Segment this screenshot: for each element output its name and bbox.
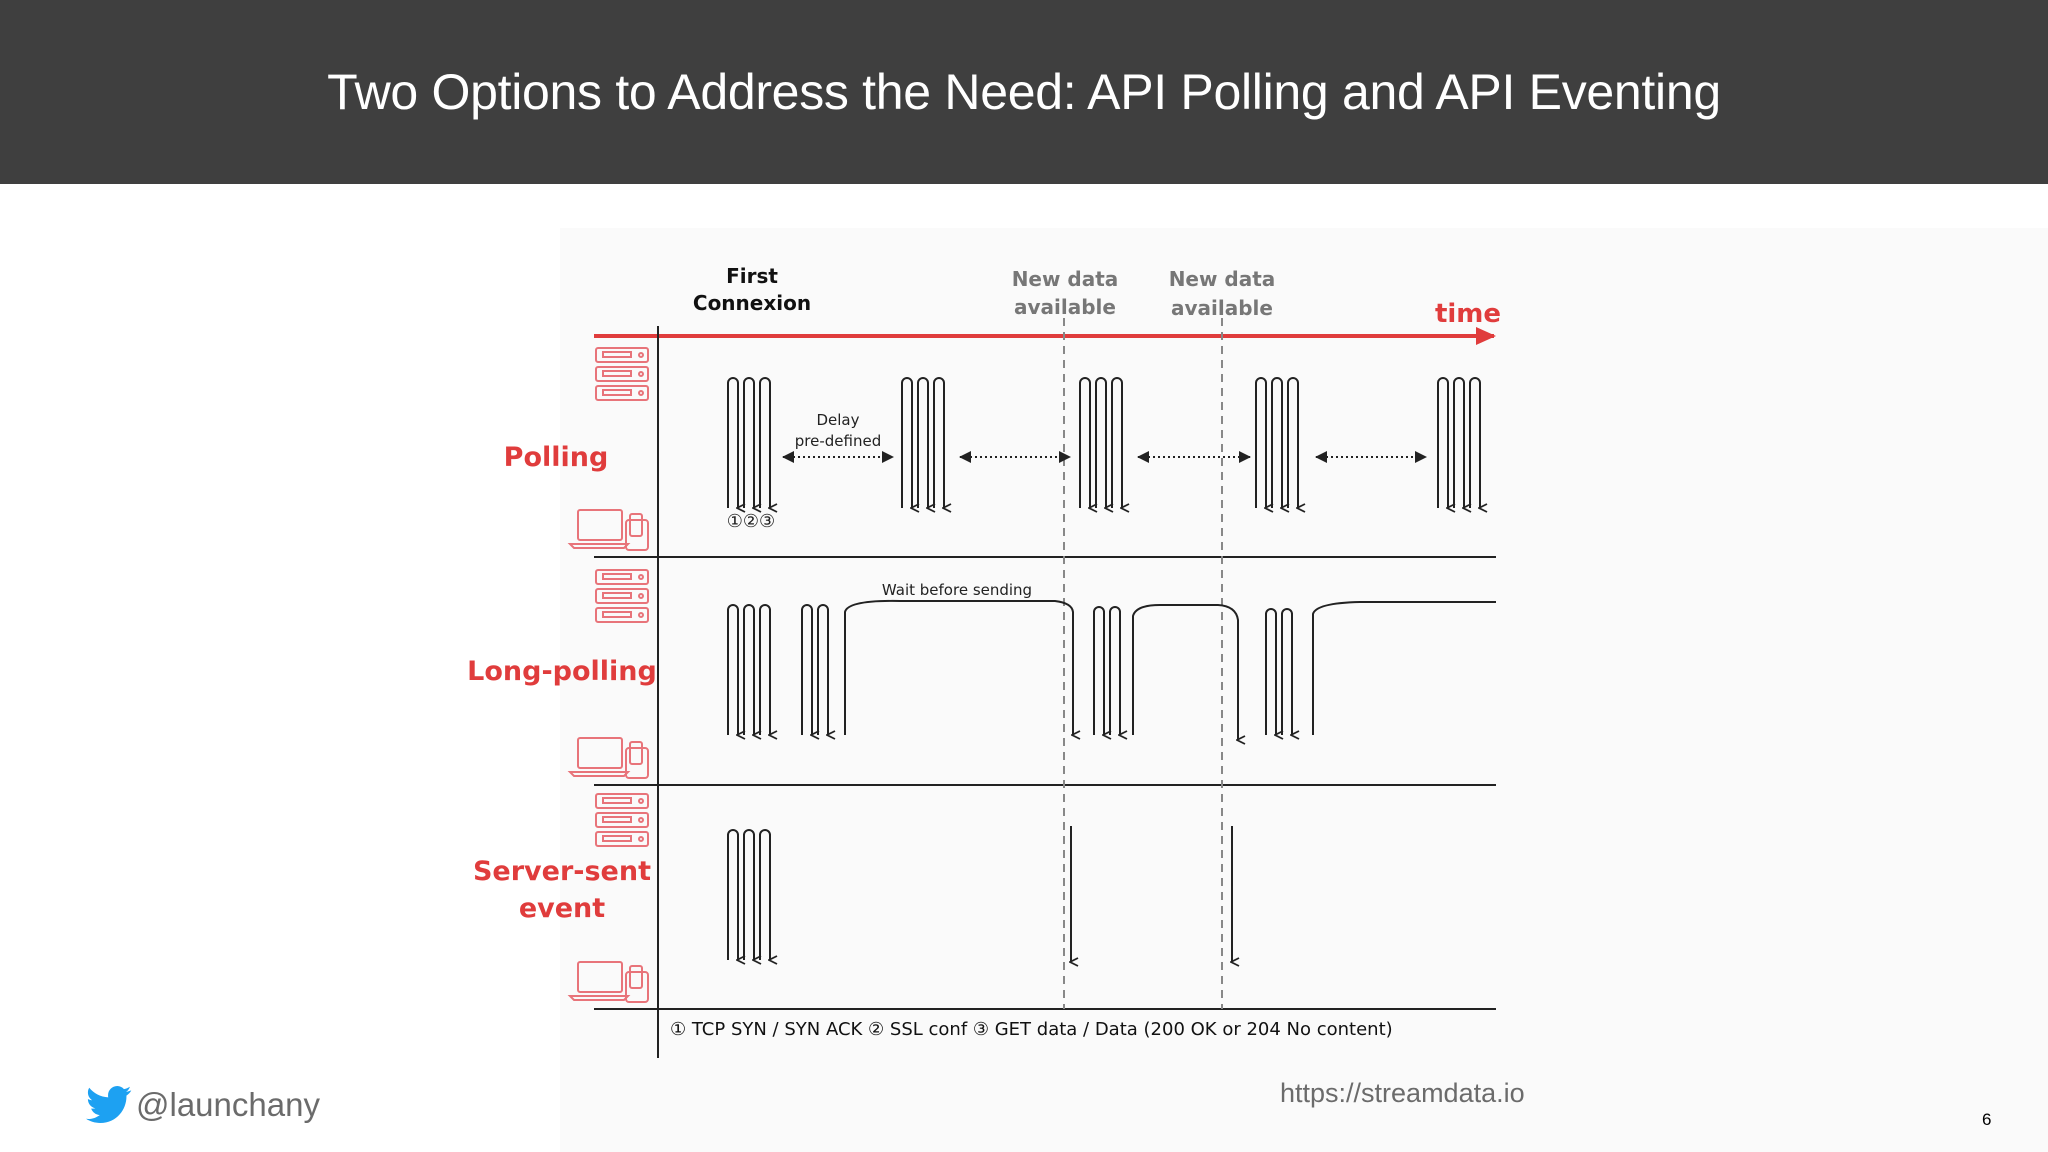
sse-request-loops <box>727 829 770 960</box>
row-label-polling: Polling <box>504 442 609 473</box>
legend-text: ① TCP SYN / SYN ACK ② SSL conf ③ GET dat… <box>670 1019 1393 1040</box>
polling-request-loops <box>727 377 1480 508</box>
long-polling-wait-curves <box>844 599 1496 740</box>
row-label-server-sent: Server-sent <box>473 856 651 887</box>
client-devices-icon <box>567 737 649 779</box>
row-label-event: event <box>519 893 605 924</box>
slide-title: Two Options to Address the Need: API Pol… <box>327 64 1721 120</box>
new-data-label-1b: available <box>1014 295 1116 319</box>
wait-before-sending-label: Wait before sending <box>882 581 1032 599</box>
twitter-handle: @launchany <box>136 1086 320 1123</box>
first-connexion-label: First <box>726 264 778 288</box>
delay-label-2: pre-defined <box>795 432 881 450</box>
source-url: https://streamdata.io <box>1280 1078 1525 1108</box>
long-polling-request-loops <box>727 604 1292 735</box>
twitter-bird-icon <box>86 1086 132 1124</box>
page-number: 6 <box>1982 1110 1992 1129</box>
twitter-handle-block: @launchany <box>86 1080 320 1130</box>
sse-push-arrows <box>1071 826 1232 962</box>
new-data-label-2b: available <box>1171 296 1273 320</box>
title-bar: Two Options to Address the Need: API Pol… <box>0 0 2048 184</box>
new-data-label-2: New data <box>1169 267 1276 291</box>
server-icon <box>595 793 649 847</box>
delay-label: Delay <box>816 411 859 429</box>
first-connexion-label-2: Connexion <box>693 291 811 315</box>
client-devices-icon <box>567 961 649 1003</box>
time-label: time <box>1435 299 1501 329</box>
client-devices-icon <box>567 509 649 551</box>
row-label-long-polling: Long-polling <box>467 656 657 687</box>
server-icon <box>595 347 649 401</box>
step-markers: ①②③ <box>727 511 775 532</box>
server-icon <box>595 569 649 623</box>
new-data-label-1: New data <box>1012 267 1119 291</box>
diagram-background <box>560 228 2048 1152</box>
